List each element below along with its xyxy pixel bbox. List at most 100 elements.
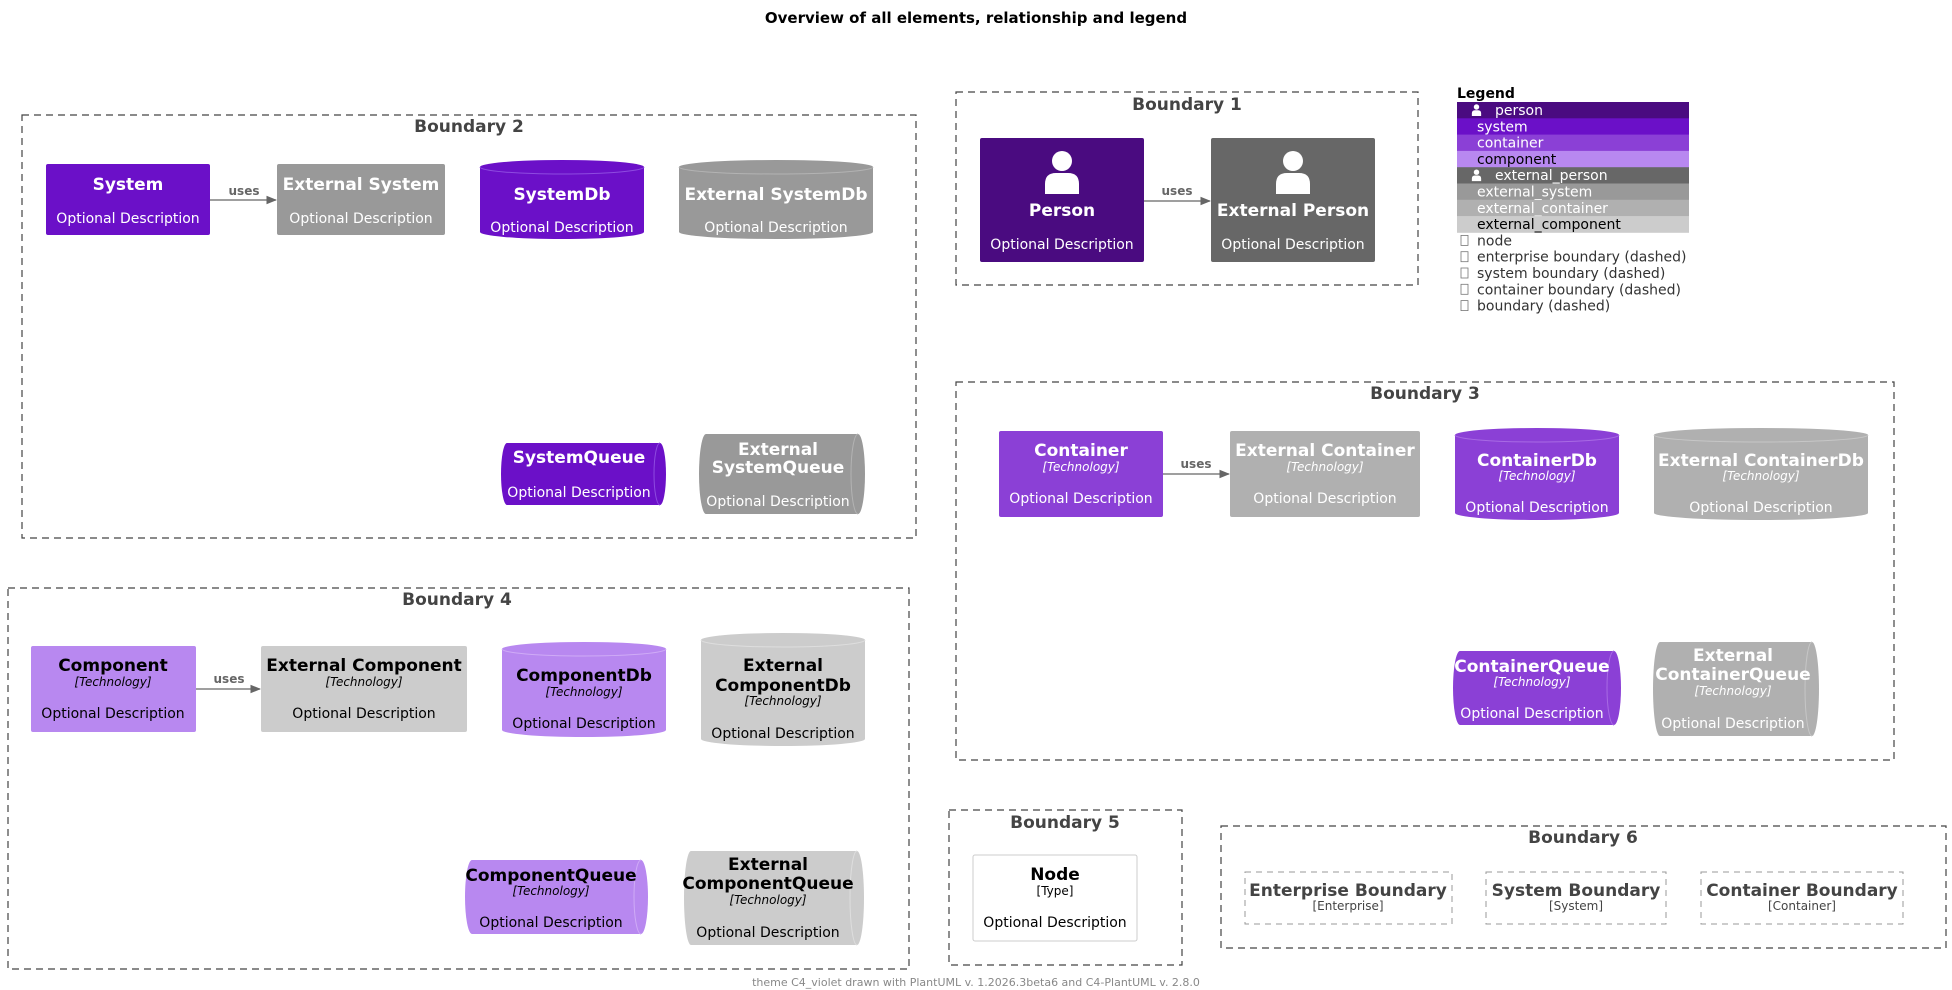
external-system-element[interactable]: External System Optional Description xyxy=(277,164,445,235)
relationship-label: uses xyxy=(214,672,245,686)
element-name: Person xyxy=(1029,201,1095,221)
element-description: Optional Description xyxy=(706,494,849,510)
external-container-db-element[interactable]: External ContainerDb [Technology] Option… xyxy=(1653,428,1869,520)
box-icon xyxy=(1460,267,1469,279)
person-element[interactable]: Person Optional Description xyxy=(980,138,1144,262)
legend-line-item: container boundary (dashed) xyxy=(1460,282,1681,298)
element-technology: [Technology] xyxy=(1286,460,1363,474)
legend-line-item: enterprise boundary (dashed) xyxy=(1460,250,1686,266)
element-name: SystemQueue xyxy=(513,448,646,468)
element-description: Optional Description xyxy=(696,925,839,941)
boundary-5-title: Boundary 5 xyxy=(1010,813,1120,833)
element-technology: [Technology] xyxy=(545,685,622,699)
element-name: External System xyxy=(283,175,440,195)
external-container-element[interactable]: External Container [Technology] Optional… xyxy=(1230,431,1420,517)
boundary-4: Boundary 4 xyxy=(7,587,910,970)
boundary-type: [System] xyxy=(1549,899,1603,913)
box-icon xyxy=(1460,234,1469,246)
element-technology: [Technology] xyxy=(729,893,806,907)
boundary-name: System Boundary xyxy=(1492,881,1661,901)
container-queue-element[interactable]: ContainerQueue [Technology] Optional Des… xyxy=(1453,650,1621,726)
legend-item-system: system xyxy=(1457,118,1689,135)
relationship-person-uses: uses xyxy=(1144,184,1212,206)
external-system-db-element[interactable]: External SystemDb Optional Description xyxy=(678,160,874,239)
external-container-queue-element[interactable]: External ContainerQueue [Technology] Opt… xyxy=(1653,641,1819,737)
external-person-element[interactable]: External Person Optional Description xyxy=(1211,138,1375,262)
element-name: External Person xyxy=(1217,201,1369,221)
element-technology: [Technology] xyxy=(1498,469,1575,483)
system-element[interactable]: System Optional Description xyxy=(46,164,210,235)
external-component-db-element[interactable]: External ComponentDb [Technology] Option… xyxy=(700,633,866,746)
element-name: SystemQueue xyxy=(712,458,845,478)
element-name: Node xyxy=(1030,865,1080,885)
boundary-2-title: Boundary 2 xyxy=(414,117,524,137)
legend-line-label: node xyxy=(1477,233,1512,249)
element-description: Optional Description xyxy=(711,726,854,742)
element-technology: [Technology] xyxy=(1694,684,1771,698)
element-description: Optional Description xyxy=(1689,500,1832,516)
legend-item-label: container xyxy=(1477,136,1544,152)
element-name: SystemDb xyxy=(513,185,610,205)
element-name: ContainerDb xyxy=(1477,451,1597,471)
container-element[interactable]: Container [Technology] Optional Descript… xyxy=(999,431,1163,517)
element-description: Optional Description xyxy=(983,915,1126,931)
boundary-3-title: Boundary 3 xyxy=(1370,384,1480,404)
legend-item-label: external_system xyxy=(1477,185,1592,201)
relationship-label: uses xyxy=(1181,457,1212,471)
element-technology: [Technology] xyxy=(1493,675,1570,689)
component-db-element[interactable]: ComponentDb [Technology] Optional Descri… xyxy=(501,642,667,737)
boundary-6: Boundary 6 xyxy=(1220,825,1947,949)
node-element[interactable]: Node [Type] Optional Description xyxy=(972,854,1138,942)
boundary-1: Boundary 1 xyxy=(955,91,1419,286)
external-system-queue-element[interactable]: External SystemQueue Optional Descriptio… xyxy=(699,433,865,515)
system-boundary-element[interactable]: System Boundary [System] xyxy=(1485,871,1667,925)
element-technology: [Technology] xyxy=(512,884,589,898)
legend-line-label: boundary (dashed) xyxy=(1477,299,1610,315)
element-name: External xyxy=(743,656,823,676)
box-icon xyxy=(1460,300,1469,312)
boundary-name: Container Boundary xyxy=(1706,881,1898,901)
element-name: External xyxy=(738,440,818,460)
enterprise-boundary-element[interactable]: Enterprise Boundary [Enterprise] xyxy=(1244,871,1453,925)
external-component-element[interactable]: External Component [Technology] Optional… xyxy=(261,646,467,732)
boundary-name: Enterprise Boundary xyxy=(1249,881,1447,901)
legend-item-component: component xyxy=(1457,150,1689,168)
element-name: ComponentQueue xyxy=(465,866,636,886)
element-technology: [Technology] xyxy=(1042,460,1119,474)
relationship-container-uses: uses xyxy=(1163,457,1231,479)
element-technology: [Technology] xyxy=(325,675,402,689)
component-element[interactable]: Component [Technology] Optional Descript… xyxy=(31,646,196,732)
element-description: Optional Description xyxy=(512,716,655,732)
element-description: Optional Description xyxy=(990,237,1133,253)
legend-item-label: component xyxy=(1477,152,1557,168)
boundary-1-title: Boundary 1 xyxy=(1132,95,1242,115)
legend-title: Legend xyxy=(1457,86,1515,102)
element-description: Optional Description xyxy=(289,211,432,227)
component-queue-element[interactable]: ComponentQueue [Technology] Optional Des… xyxy=(465,859,648,935)
legend-line-label: system boundary (dashed) xyxy=(1477,266,1665,282)
element-description: Optional Description xyxy=(1221,237,1364,253)
footer-credit: theme C4_violet drawn with PlantUML v. 1… xyxy=(752,976,1200,989)
element-description: Optional Description xyxy=(704,220,847,236)
external-component-queue-element[interactable]: External ComponentQueue [Technology] Opt… xyxy=(682,850,864,946)
container-boundary-element[interactable]: Container Boundary [Container] xyxy=(1700,871,1904,925)
legend-item-label: external_container xyxy=(1477,201,1608,217)
system-db-element[interactable]: SystemDb Optional Description xyxy=(479,160,645,239)
relationship-label: uses xyxy=(1162,184,1193,198)
box-icon xyxy=(1460,251,1469,263)
element-name: ContainerQueue xyxy=(1454,657,1609,677)
system-queue-element[interactable]: SystemQueue Optional Description xyxy=(501,442,666,506)
legend-item-external-system: external_system xyxy=(1457,183,1689,201)
element-technology: [Technology] xyxy=(74,675,151,689)
diagram-title: Overview of all elements, relationship a… xyxy=(765,9,1187,27)
element-name: External xyxy=(728,855,808,875)
element-description: Optional Description xyxy=(1465,500,1608,516)
box-icon xyxy=(1460,283,1469,295)
element-description: Optional Description xyxy=(479,915,622,931)
element-name: External Component xyxy=(266,656,462,676)
element-name: External xyxy=(1693,646,1773,666)
legend-line-label: enterprise boundary (dashed) xyxy=(1477,250,1686,266)
container-db-element[interactable]: ContainerDb [Technology] Optional Descri… xyxy=(1454,428,1620,520)
legend-item-label: person xyxy=(1495,103,1543,119)
